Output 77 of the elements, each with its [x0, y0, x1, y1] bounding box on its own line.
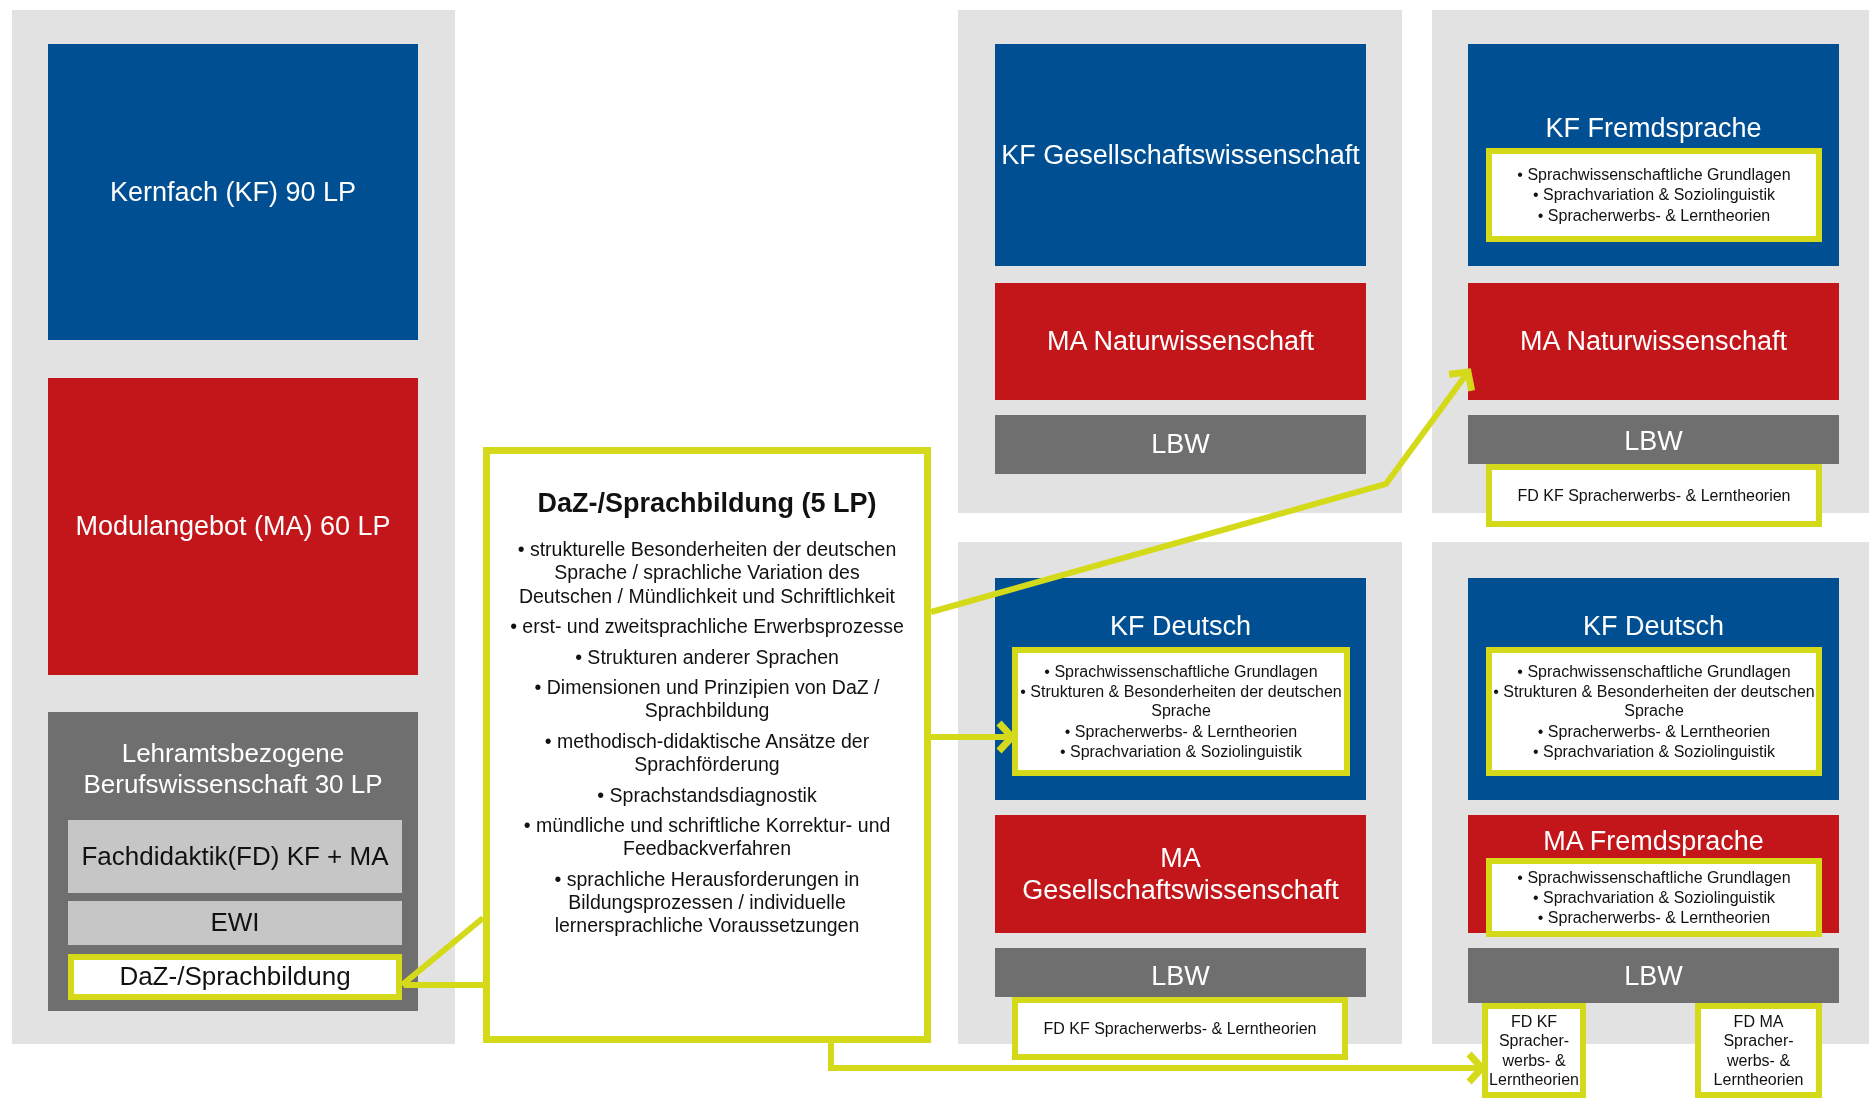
box-label: FD KF Spracher- werbs- & Lerntheorien — [1488, 1012, 1580, 1089]
bullet-item: • sprachliche Herausforderungen in Bildungsprozessen / individuelle lernersprachliche Voraussetzungen — [553, 867, 861, 938]
box-title: KF Deutsch — [1108, 610, 1253, 643]
bullet-item: • Sprachvariation & Soziolinguistik — [1532, 741, 1776, 761]
module-box — [1468, 578, 1839, 800]
bullet-item: • Sprachvariation & Soziolinguistik — [1059, 741, 1303, 761]
bullet-item: • Spracherwerbs- & Lerntheorien — [1537, 908, 1771, 928]
bullet-item: • Spracherwerbs- & Lerntheorien — [1064, 721, 1298, 741]
box-title: KF Gesellschaftswissenschaft — [1000, 138, 1361, 172]
box-title: Fachdidaktik(FD) KF + MA — [80, 840, 390, 873]
box-title: MA Naturwissenschaft — [1045, 325, 1316, 358]
topic-box — [1486, 464, 1822, 527]
topic-list-box — [1486, 858, 1822, 937]
module-box — [995, 815, 1366, 933]
box-title: MA Naturwissenschaft — [1518, 325, 1789, 358]
module-box — [1468, 948, 1839, 1003]
module-box — [48, 712, 418, 1011]
bullet-item: • Strukturen anderer Sprachen — [575, 645, 839, 669]
module-box — [995, 948, 1366, 997]
module-box — [995, 415, 1366, 474]
module-box — [995, 283, 1366, 400]
box-title: DaZ-/Sprachbildung — [118, 961, 352, 993]
bullet-item: • Strukturen & Besonderheiten der deutschen Sprache — [1019, 682, 1343, 721]
topic-list-box — [1486, 148, 1822, 242]
bullet-item: • Spracherwerbs- & Lerntheorien — [1537, 721, 1771, 741]
bullet-item: • methodisch-didaktische Ansätze der Sprachförderung — [543, 729, 871, 777]
bullet-item: • Sprachwissenschaftliche Grundlagen — [1044, 662, 1318, 682]
callout-title: DaZ-/Sprachbildung (5 LP) — [537, 488, 877, 519]
module-box — [68, 820, 402, 893]
box-title: LBW — [1150, 960, 1211, 993]
callout-tail — [399, 915, 486, 988]
section-panel — [1432, 10, 1869, 513]
callout-box — [483, 447, 931, 1043]
box-title: EWI — [209, 907, 261, 939]
box-title: KF Fremdsprache — [1544, 112, 1763, 145]
box-title: Modulangebot (MA) 60 LP — [74, 510, 392, 543]
bullet-item: • Sprachvariation & Soziolinguistik — [1532, 887, 1776, 908]
box-label: FD KF Spracherwerbs- & Lerntheorien — [1042, 1018, 1318, 1039]
bullet-item: • Sprachwissenschaftliche Grundlagen — [1517, 165, 1791, 185]
module-box — [995, 578, 1366, 800]
bullet-item: • erst- und zweitsprachliche Erwerbsprozesse — [510, 615, 904, 639]
module-box — [995, 44, 1366, 266]
box-title: Kernfach (KF) 90 LP — [108, 175, 358, 209]
box-title: LBW — [1623, 960, 1684, 993]
box-title: KF Deutsch — [1581, 610, 1726, 643]
topic-box — [1695, 1003, 1822, 1098]
module-box — [1468, 415, 1839, 464]
section-panel — [12, 10, 455, 1044]
section-panel — [958, 10, 1402, 513]
module-box — [1468, 283, 1839, 400]
box-title: LBW — [1150, 428, 1211, 461]
bullet-item: • Sprachwissenschaftliche Grundlagen — [1517, 662, 1791, 682]
module-box — [1468, 44, 1839, 266]
module-box — [68, 901, 402, 945]
highlight-box — [68, 954, 402, 1000]
module-box — [48, 44, 418, 340]
module-box — [48, 378, 418, 675]
topic-list-box — [1486, 647, 1822, 776]
bullet-item: • strukturelle Besonderheiten der deutschen Sprache / sprachliche Variation des Deutschen / Mündlichkeit und Schriftlichkeit — [516, 538, 898, 609]
bullet-item: • Sprachwissenschaftliche Grundlagen — [1517, 867, 1791, 887]
box-title: MA Fremdsprache — [1542, 825, 1765, 858]
box-title: MA Gesellschaftswissenschaft — [1021, 841, 1340, 907]
bullet-item: • Dimensionen und Prinzipien von DaZ / Sprachbildung — [533, 675, 881, 723]
section-panel — [958, 542, 1402, 1044]
bullet-item: • Sprachvariation & Soziolinguistik — [1532, 185, 1776, 205]
topic-box — [1012, 997, 1348, 1060]
topic-box — [1482, 1003, 1586, 1098]
box-label: FD MA Spracher- werbs- & Lerntheorien — [1712, 1012, 1805, 1089]
topic-list-box — [1012, 647, 1350, 776]
arrow — [930, 368, 1476, 615]
box-label: FD KF Spracherwerbs- & Lerntheorien — [1516, 485, 1792, 506]
bullet-item: • mündliche und schriftliche Korrektur- und Feedbackverfahren — [522, 813, 892, 861]
bullet-item: • Spracherwerbs- & Lerntheorien — [1537, 205, 1771, 225]
box-title: Lehramtsbezogene Berufswissenschaft 30 LP — [82, 738, 384, 801]
box-title: LBW — [1623, 425, 1684, 458]
bullet-item: • Strukturen & Besonderheiten der deutschen Sprache — [1492, 682, 1816, 721]
bullet-item: • Sprachstandsdiagnostik — [597, 783, 817, 807]
